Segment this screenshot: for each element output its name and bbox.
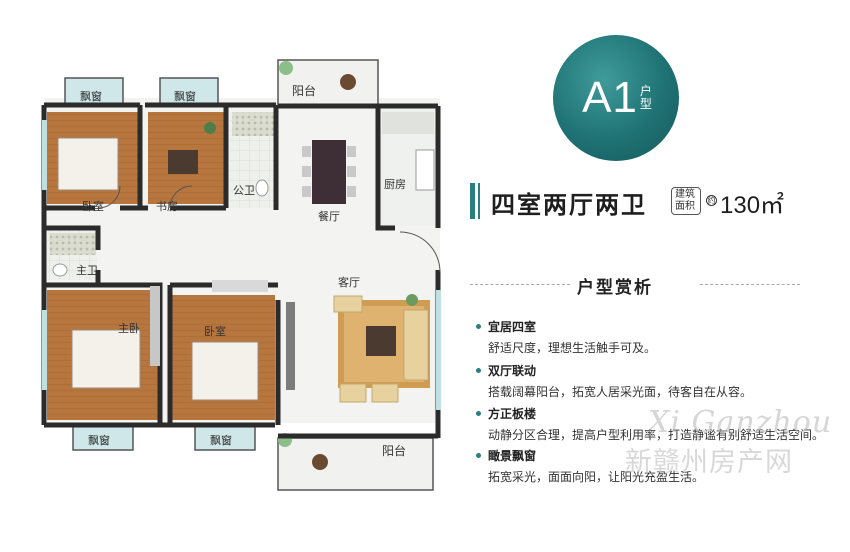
watermark-text: 新赣州房产网 — [625, 447, 793, 478]
divider-left — [470, 284, 570, 285]
bed-icon — [191, 341, 259, 401]
glazing — [436, 290, 441, 410]
room-label-dining: 餐厅 — [318, 210, 340, 223]
sofa-icon — [371, 383, 399, 403]
layout-title-bar: 四室两厅两卫 建筑面积 约 130㎡ — [470, 183, 810, 219]
window-label-3: 飘窗 — [88, 434, 110, 447]
bullet-icon — [476, 368, 481, 373]
toilet-icon — [52, 263, 68, 277]
room-label-master-bath: 主卫 — [76, 264, 98, 277]
area-value: 130㎡ — [720, 192, 785, 219]
sofa-icon — [333, 295, 363, 313]
glazing — [42, 310, 47, 390]
bullet-icon — [476, 324, 481, 329]
door-arc — [97, 185, 121, 209]
feature-title: 方正板楼 — [488, 407, 537, 421]
balcony-top — [277, 59, 379, 107]
door-arc — [399, 231, 441, 273]
feature-item: 宜居四室 舒适尺度，理想生活触手可及。 — [476, 318, 656, 356]
watermark-script: Xi Ganzhou — [648, 405, 833, 440]
room-label-public-bath: 公卫 — [233, 184, 255, 197]
room-label-bedroom2: 卧室 — [204, 325, 226, 338]
tv-cabinet-icon — [286, 302, 295, 390]
wardrobe-icon — [212, 280, 268, 292]
room-label-kitchen: 厨房 — [384, 178, 406, 191]
feature-item: 方正板楼 动静分区合理，提高户型利用率，打造静谧有别舒适生活空间。 — [476, 405, 824, 443]
window-label-4: 飘窗 — [210, 434, 232, 447]
area-approx-badge: 约 — [706, 195, 717, 206]
bullet-icon — [476, 411, 481, 416]
dining-chairs — [302, 146, 356, 197]
bay-window-3 — [72, 423, 134, 451]
area-tag: 建筑面积 — [671, 187, 701, 215]
room-label-bedroom1: 卧室 — [82, 200, 104, 213]
bay-window-1 — [64, 77, 124, 105]
desk-icon — [168, 150, 198, 174]
bed-icon — [71, 329, 141, 389]
wardrobe-icon — [150, 286, 160, 366]
feature-item: 双厅联动 搭载阔幕阳台，拓宽人居采光面，待客自在从容。 — [476, 362, 752, 400]
window-label-1: 飘窗 — [80, 90, 102, 103]
room-label-master-bedroom: 主卧 — [118, 322, 140, 335]
bay-window-4 — [194, 423, 256, 451]
bath-mosaic — [232, 112, 276, 136]
unit-type-subtitle: 户型 — [639, 84, 652, 111]
feature-item: 瞰景飘窗 拓宽采光，面面向阳，让阳光充盈生活。 — [476, 447, 704, 485]
balcony-chair-icon — [312, 454, 328, 470]
feature-title: 宜居四室 — [488, 320, 537, 334]
feature-title: 瞰景飘窗 — [488, 449, 537, 463]
plant-icon — [406, 294, 418, 306]
glazing — [42, 120, 47, 190]
kitchen-counter — [382, 112, 434, 134]
coffee-table-icon — [366, 326, 396, 356]
plant-icon — [204, 122, 216, 134]
feature-text: 动静分区合理，提高户型利用率，打造静谧有别舒适生活空间。 — [488, 428, 825, 442]
feature-text: 舒适尺度，理想生活触手可及。 — [488, 341, 657, 355]
balcony-chair-icon — [340, 74, 356, 90]
feature-text: 搭载阔幕阳台，拓宽人居采光面，待客自在从容。 — [488, 385, 753, 399]
toilet-icon — [255, 179, 269, 197]
divider-right — [700, 284, 800, 285]
floor-plan-drawing — [41, 59, 441, 491]
feature-title: 双厅联动 — [488, 364, 537, 378]
stove-icon — [415, 149, 435, 191]
master-bath-mosaic — [50, 233, 96, 255]
window-label-2: 飘窗 — [174, 90, 196, 103]
layout-title: 四室两厅两卫 — [491, 191, 647, 219]
unit-type-badge: A1 户型 — [553, 35, 679, 161]
dining-table — [312, 140, 346, 204]
analysis-title: 户型赏析 — [577, 278, 653, 298]
feature-text: 拓宽采光，面面向阳，让阳光充盈生活。 — [488, 470, 705, 484]
unit-type-code: A1 — [582, 73, 638, 122]
door-arc — [169, 185, 193, 209]
floor-plan: 卧室 书房 公卫 厨房 餐厅 主卫 客厅 主卧 卧室 阳台 阳台 飘窗 飘窗 飘… — [41, 59, 441, 491]
sofa-icon — [339, 383, 367, 403]
room-label-living: 客厅 — [338, 276, 360, 289]
bed-icon — [57, 137, 119, 191]
plant-icon — [279, 61, 293, 75]
balcony-bottom — [277, 437, 434, 491]
bullet-icon — [476, 453, 481, 458]
room-label-study: 书房 — [156, 200, 178, 213]
room-label-balcony-bottom: 阳台 — [382, 444, 407, 458]
room-label-balcony-top: 阳台 — [292, 84, 317, 98]
sofa-icon — [403, 309, 429, 381]
